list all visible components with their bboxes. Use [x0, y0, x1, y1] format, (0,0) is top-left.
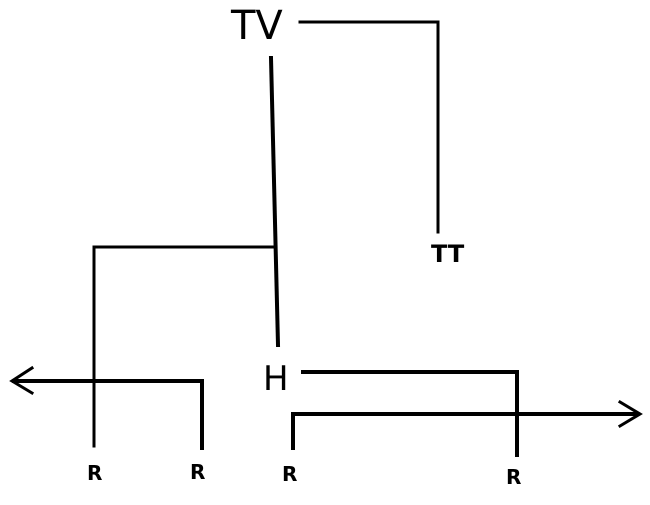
node-tt: TT [431, 240, 465, 268]
edge-branch-r1 [92, 245, 277, 448]
arrowhead-left-icon [9, 365, 35, 396]
node-h: H [263, 359, 289, 399]
edge-r2-left-arrow [12, 379, 204, 450]
node-r-4: R [506, 465, 521, 489]
edge-tv-h [268, 55, 281, 348]
node-r-2: R [190, 460, 205, 484]
edge-h-r4 [301, 370, 519, 457]
arrowhead-right-icon [617, 399, 643, 429]
node-tv: TV [230, 3, 283, 49]
node-r-3: R [282, 462, 297, 486]
node-r-1: R [87, 461, 102, 485]
edge-r3-right-arrow [291, 412, 638, 450]
edge-tv-tt [298, 20, 440, 234]
